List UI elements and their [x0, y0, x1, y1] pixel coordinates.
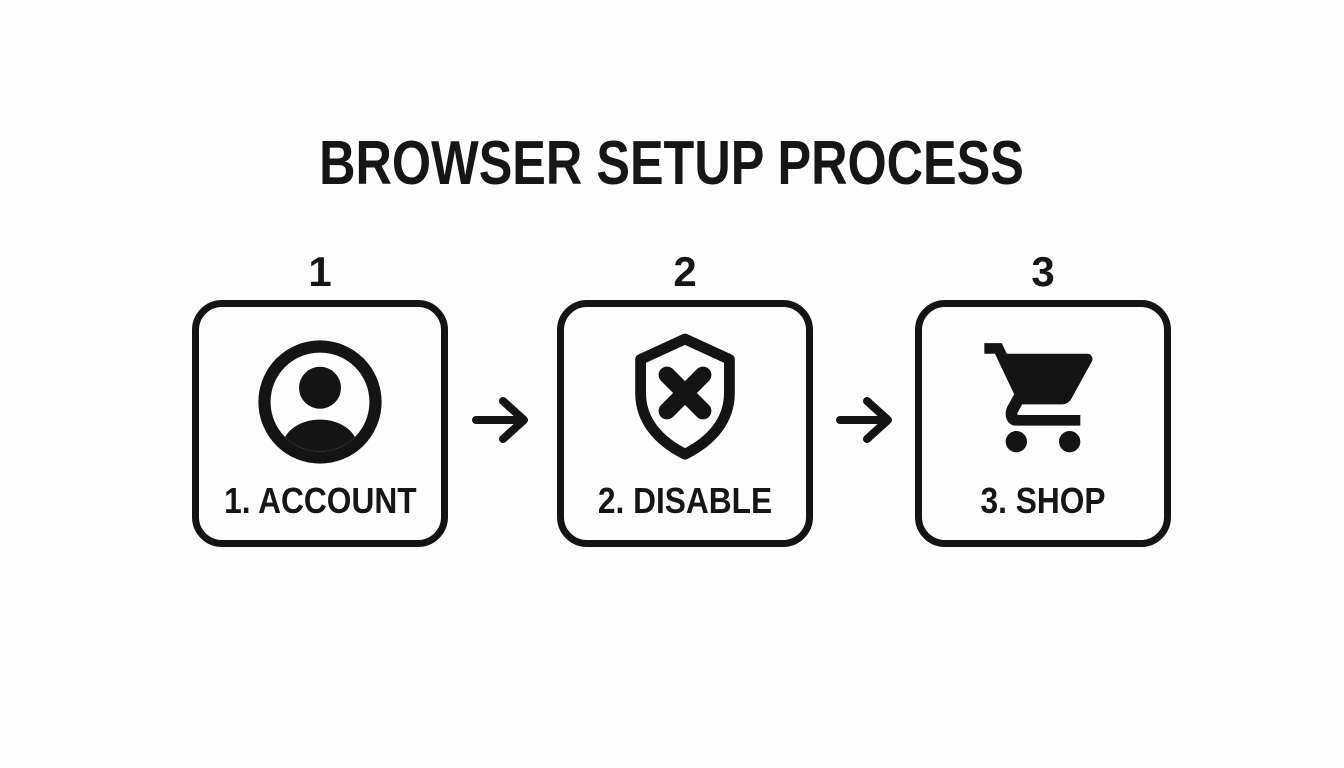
- account-circle-icon: [199, 337, 441, 467]
- step-3-number: 3: [1031, 248, 1055, 295]
- step-1-box: 1. ACCOUNT: [192, 300, 448, 547]
- shopping-cart-icon: [922, 335, 1164, 463]
- page-title-text: BROWSER SETUP PROCESS: [319, 127, 1025, 198]
- shield-x-icon: [564, 329, 806, 469]
- page-title: BROWSER SETUP PROCESS: [0, 127, 1344, 198]
- step-1-label: 1. ACCOUNT: [223, 480, 417, 521]
- step-3-label: 3. SHOP: [980, 480, 1106, 521]
- step-2-box: 2. DISABLE: [557, 300, 813, 547]
- step-2-label: 2. DISABLE: [597, 480, 773, 521]
- right-arrow-icon: [834, 392, 898, 453]
- step-2-number: 2: [673, 248, 697, 295]
- step-1-number: 1: [308, 248, 332, 295]
- right-arrow-icon: [470, 392, 534, 453]
- step-3-box: 3. SHOP: [915, 300, 1171, 547]
